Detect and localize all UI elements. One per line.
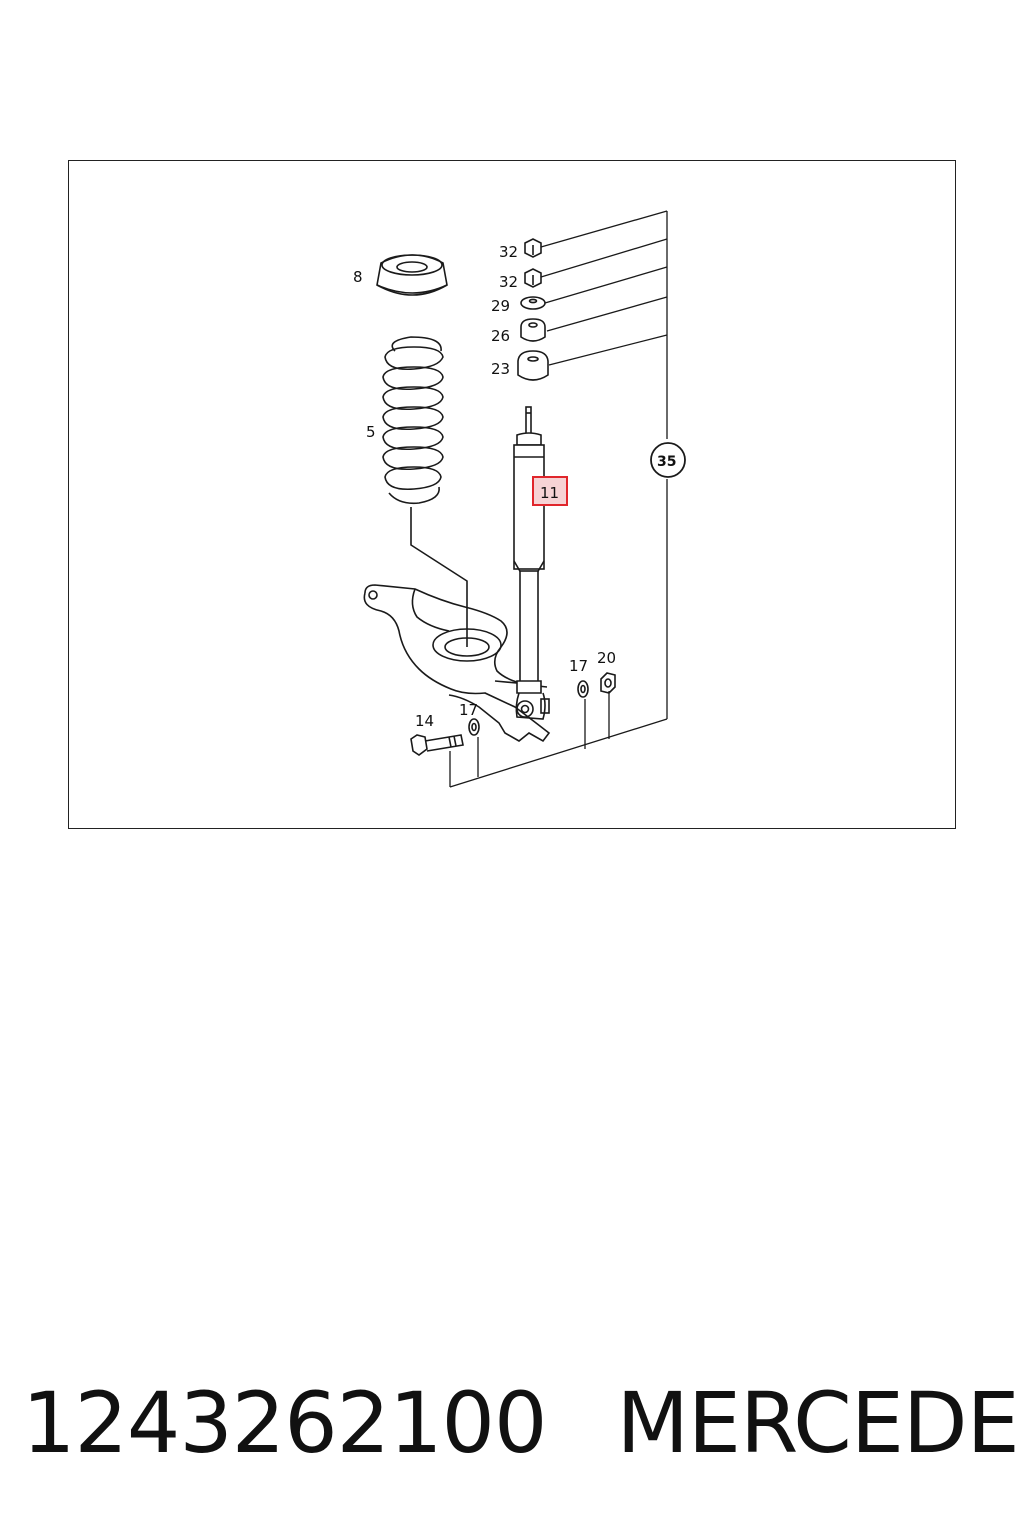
highlight-box-11[interactable] [532,476,568,506]
callout-5[interactable]: 5 [366,423,376,441]
rubber-bushing-small-part [520,318,546,342]
callout-14[interactable]: 14 [415,712,434,730]
hex-nut-second-part [524,268,542,288]
parts-diagram-frame: 8 5 32 32 29 26 23 11 35 17 20 14 17 [68,160,956,829]
hex-nut-bottom-part [600,672,616,694]
callout-17-left[interactable]: 17 [459,701,478,719]
suspension-diagram: 8 5 32 32 29 26 23 11 35 17 20 14 17 [353,210,686,788]
bolt-part [410,734,464,756]
shock-absorber-part [513,406,550,720]
part-number: 1243262100 [22,1374,547,1472]
callout-17-right[interactable]: 17 [569,657,588,675]
callout-32-top[interactable]: 32 [499,243,518,261]
rubber-bushing-large-part [517,350,549,381]
callout-20[interactable]: 20 [597,649,616,667]
spring-pad-part [376,254,448,296]
callout-29[interactable]: 29 [491,297,510,315]
callout-26[interactable]: 26 [491,327,510,345]
group-bracket-lines [449,210,668,788]
coil-spring-part [382,336,468,647]
washer-right-part [577,680,589,698]
hex-nut-top-part [524,238,542,258]
callout-8[interactable]: 8 [353,268,363,286]
washer-part [520,296,546,310]
callout-32-second[interactable]: 32 [499,273,518,291]
washer-left-part [468,718,480,736]
brand-name: MERCEDES [616,1374,1024,1472]
callout-11[interactable]: 11 [540,484,559,502]
callout-35-circle [650,442,686,478]
callout-23[interactable]: 23 [491,360,510,378]
callout-35[interactable]: 35 [657,454,676,470]
part-caption: 1243262100 MERCEDES [22,1368,1024,1478]
